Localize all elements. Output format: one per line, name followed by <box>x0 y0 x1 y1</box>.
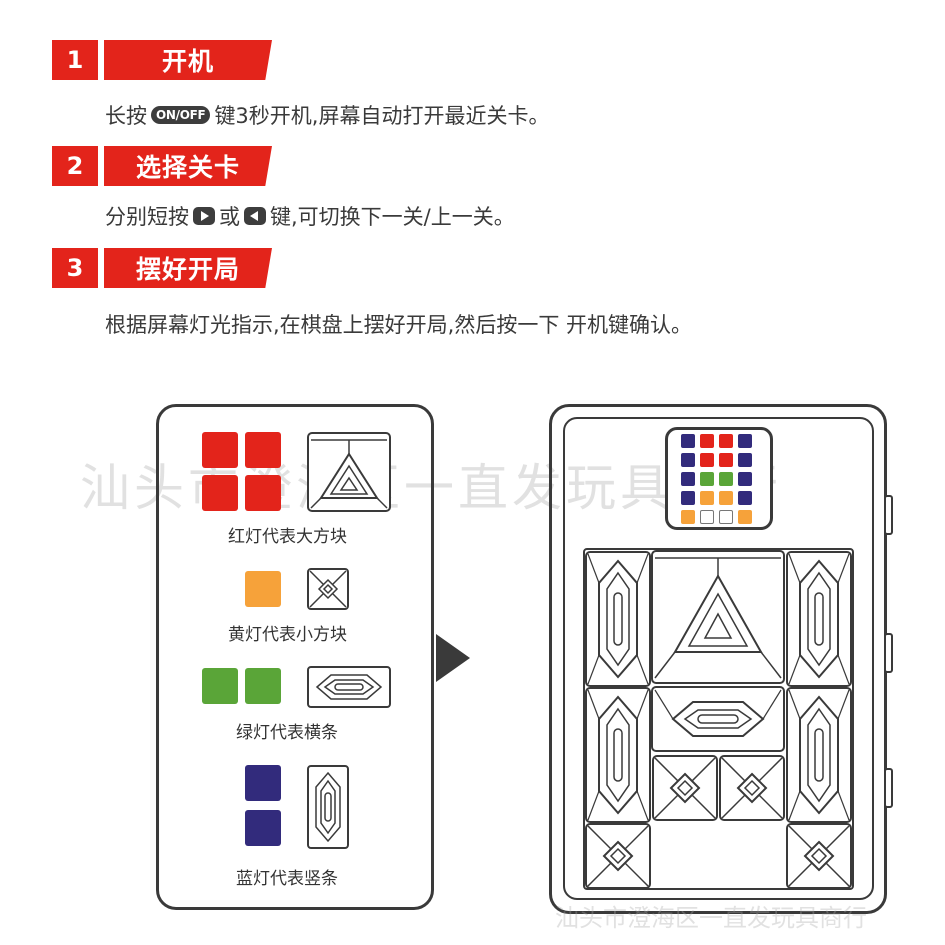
red-light-square <box>245 475 281 511</box>
led-cell <box>700 491 714 505</box>
led-cell <box>738 510 752 524</box>
hinge <box>884 633 893 673</box>
on-off-key-icon: ON/OFF <box>151 106 211 124</box>
step-1-text-before: 长按 <box>105 104 147 128</box>
step-3-number: 3 <box>52 248 98 288</box>
watermark-bottom: 汕头市澄海区一直发玩具商行 <box>555 904 867 932</box>
watermark: 汕头市澄海区一直发玩具商行 <box>80 459 782 517</box>
prev-key-icon <box>244 207 266 225</box>
step-2-title: 选择关卡 <box>104 146 272 186</box>
led-cell <box>700 453 714 467</box>
step-2-description: 分别短按 或 键,可切换下一关/上一关。 <box>105 201 515 231</box>
led-cell <box>700 510 714 524</box>
step-1-description: 长按 ON/OFF 键3秒开机,屏幕自动打开最近关卡。 <box>105 100 549 130</box>
led-cell <box>719 434 733 448</box>
step-2-number: 2 <box>52 146 98 186</box>
step-3-description: 根据屏幕灯光指示,在棋盘上摆好开局,然后按一下 开机键确认。 <box>105 313 693 337</box>
blue-light-square <box>245 765 281 801</box>
led-cell <box>681 510 695 524</box>
led-cell <box>738 491 752 505</box>
led-cell <box>681 434 695 448</box>
step-3-header: 3 摆好开局 <box>52 248 272 288</box>
vertical-bar-piece-icon <box>307 765 349 849</box>
led-cell <box>700 434 714 448</box>
device-inner-frame <box>563 417 874 900</box>
led-cell <box>719 453 733 467</box>
red-light-square <box>202 475 238 511</box>
red-legend-label: 红灯代表大方块 <box>228 527 347 547</box>
led-cell <box>719 510 733 524</box>
yellow-legend-label: 黄灯代表小方块 <box>228 625 347 645</box>
hinge <box>884 768 893 808</box>
led-cell <box>738 434 752 448</box>
green-light-square <box>245 668 281 704</box>
led-cell <box>681 472 695 486</box>
led-cell <box>719 491 733 505</box>
green-legend-label: 绿灯代表横条 <box>236 723 338 743</box>
led-cell <box>738 472 752 486</box>
step-3-title: 摆好开局 <box>104 248 272 288</box>
legend-panel <box>156 404 434 910</box>
led-cell <box>738 453 752 467</box>
big-block-piece-icon <box>307 432 391 512</box>
horizontal-bar-piece-icon <box>307 666 391 708</box>
yellow-light-square <box>245 571 281 607</box>
step-1-title: 开机 <box>104 40 272 80</box>
red-light-square <box>245 432 281 468</box>
board-pieces <box>585 550 852 889</box>
step-2-text-mid: 或 <box>219 205 240 229</box>
step-1-header: 1 开机 <box>52 40 272 80</box>
step-1-number: 1 <box>52 40 98 80</box>
blue-light-square <box>245 810 281 846</box>
step-2-header: 2 选择关卡 <box>52 146 272 186</box>
led-cell <box>719 472 733 486</box>
next-key-icon <box>193 207 215 225</box>
led-cell <box>681 491 695 505</box>
led-cell <box>681 453 695 467</box>
blue-legend-label: 蓝灯代表竖条 <box>236 869 338 889</box>
hinge <box>884 495 893 535</box>
small-block-piece-icon <box>307 568 349 610</box>
step-2-text-after: 键,可切换下一关/上一关。 <box>270 205 515 229</box>
led-cell <box>700 472 714 486</box>
step-2-text-before: 分别短按 <box>105 205 189 229</box>
green-light-square <box>202 668 238 704</box>
step-1-text-after: 键3秒开机,屏幕自动打开最近关卡。 <box>214 104 550 128</box>
arrow-right-icon <box>436 634 470 682</box>
red-light-square <box>202 432 238 468</box>
